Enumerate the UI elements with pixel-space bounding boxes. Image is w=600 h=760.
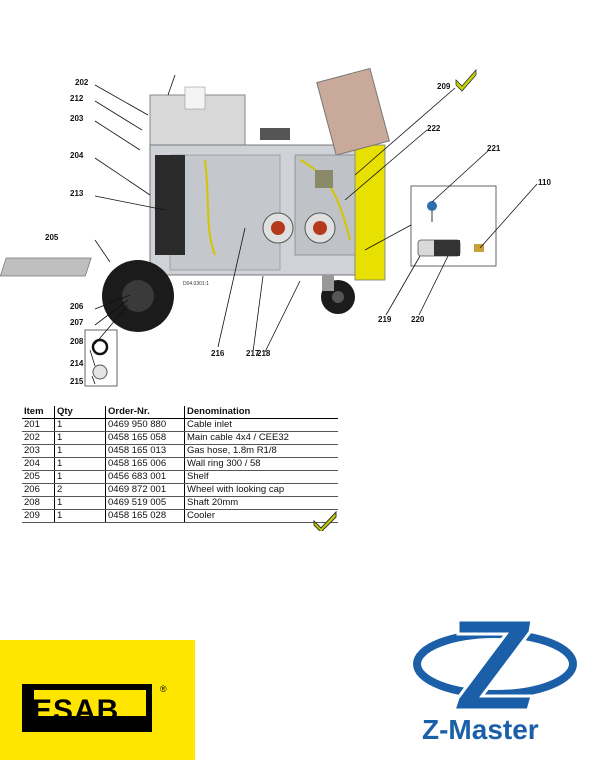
table-row: 203 1 0458 165 013 Gas hose, 1.8m R1/8	[22, 444, 338, 458]
cell-qty: 1	[54, 431, 106, 445]
callout-219: 219	[378, 315, 392, 324]
table-row: 204 1 0458 165 006 Wall ring 300 / 58	[22, 457, 338, 471]
callout-220: 220	[411, 315, 425, 324]
cell-order-nr: 0469 872 001	[105, 483, 185, 497]
header-denomination: Denomination	[184, 406, 338, 419]
callout-222: 222	[427, 124, 441, 133]
cell-order-nr: 0469 950 880	[105, 418, 185, 432]
callout-216: 216	[211, 349, 225, 358]
cell-item: 206	[22, 483, 55, 497]
drawing-code: D04.0301:1	[183, 281, 209, 287]
cell-denomination: Shelf	[184, 470, 338, 484]
table-row: 202 1 0458 165 058 Main cable 4x4 / CEE3…	[22, 431, 338, 445]
callout-221: 221	[487, 144, 501, 153]
callout-202: 202	[75, 78, 89, 87]
zmaster-wordmark: Z-Master	[422, 714, 539, 745]
table-header-row: Item Qty Order-Nr. Denomination	[22, 406, 338, 419]
callout-212: 212	[70, 94, 84, 103]
callout-207: 207	[70, 318, 84, 327]
cell-qty: 1	[54, 509, 106, 523]
welding-machine-illustration	[0, 67, 390, 332]
cell-qty: 2	[54, 483, 106, 497]
callout-215: 215	[70, 377, 84, 386]
table-row: 206 2 0469 872 001 Wheel with looking ca…	[22, 483, 338, 497]
cell-item: 209	[22, 509, 55, 523]
wheel-cap-detail	[84, 329, 118, 387]
header-order-nr: Order-Nr.	[105, 406, 185, 419]
table-row: 201 1 0469 950 880 Cable inlet	[22, 418, 338, 432]
header-item: Item	[22, 406, 55, 419]
callout-209: 209	[437, 82, 451, 91]
callout-208: 208	[70, 337, 84, 346]
callout-214: 214	[70, 359, 84, 368]
callout-206: 206	[70, 302, 84, 311]
check-mark-icon	[455, 68, 477, 92]
cell-item: 201	[22, 418, 55, 432]
cell-qty: 1	[54, 457, 106, 471]
cell-denomination: Wall ring 300 / 58	[184, 457, 338, 471]
table-row: 205 1 0456 683 001 Shelf	[22, 470, 338, 484]
cell-item: 204	[22, 457, 55, 471]
header-qty: Qty	[54, 406, 106, 419]
callout-204: 204	[70, 151, 84, 160]
cell-item: 205	[22, 470, 55, 484]
registered-mark: ®	[160, 684, 167, 694]
cell-order-nr: 0458 165 058	[105, 431, 185, 445]
cell-order-nr: 0469 519 005	[105, 496, 185, 510]
cell-item: 203	[22, 444, 55, 458]
cell-item: 202	[22, 431, 55, 445]
callout-213: 213	[70, 189, 84, 198]
callout-203: 203	[70, 114, 84, 123]
cell-denomination: Gas hose, 1.8m R1/8	[184, 444, 338, 458]
zmaster-emblem-icon	[413, 618, 577, 712]
cell-denomination: Shaft 20mm	[184, 496, 338, 510]
cell-order-nr: 0458 165 013	[105, 444, 185, 458]
cell-qty: 1	[54, 496, 106, 510]
cell-denomination: Cooler	[184, 509, 338, 523]
callout-205: 205	[45, 233, 59, 242]
detail-inset	[410, 185, 497, 267]
callout-labels: 202 212 203 204 213 205 206 207 208 214 …	[45, 78, 551, 386]
cell-order-nr: 0456 683 001	[105, 470, 185, 484]
zmaster-logo: Z-Master	[410, 608, 580, 758]
callout-218: 218	[257, 349, 271, 358]
cell-denomination: Wheel with looking cap	[184, 483, 338, 497]
leader-lines	[89, 74, 538, 385]
table-row: 209 1 0458 165 028 Cooler	[22, 509, 338, 523]
esab-wordmark: ESAB	[32, 694, 120, 727]
callout-110: 110	[538, 178, 551, 187]
cell-denomination: Main cable 4x4 / CEE32	[184, 431, 338, 445]
exploded-parts-diagram: 202 212 203 204 213 205 206 207 208 214 …	[0, 67, 551, 387]
cell-qty: 1	[54, 418, 106, 432]
esab-logo: ESAB ®	[0, 640, 195, 760]
cell-item: 208	[22, 496, 55, 510]
cell-order-nr: 0458 165 028	[105, 509, 185, 523]
check-mark-icon	[313, 510, 337, 531]
table-row: 208 1 0469 519 005 Shaft 20mm	[22, 496, 338, 510]
cell-denomination: Cable inlet	[184, 418, 338, 432]
parts-table: Item Qty Order-Nr. Denomination 201 1 04…	[22, 406, 338, 523]
cell-order-nr: 0458 165 006	[105, 457, 185, 471]
callout-217: 217	[246, 349, 260, 358]
cell-qty: 1	[54, 444, 106, 458]
cell-qty: 1	[54, 470, 106, 484]
